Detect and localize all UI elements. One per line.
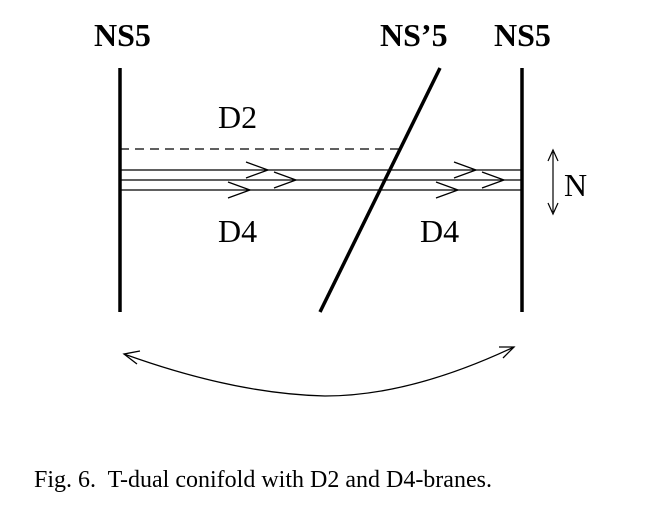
chevron-right-icon <box>481 171 506 189</box>
d4-brane-stack <box>120 169 522 191</box>
d2-label: D2 <box>218 99 257 135</box>
chevron-right-icon <box>453 161 478 179</box>
chevron-right-icon <box>245 161 270 179</box>
n-label: N <box>564 167 587 203</box>
d4-right-label: D4 <box>420 213 459 249</box>
ns5-prime-label: NS’5 <box>380 17 448 53</box>
chevron-right-icon <box>435 181 460 199</box>
identification-arrow <box>122 346 516 397</box>
n-double-arrow <box>547 148 559 216</box>
figure-caption: Fig. 6. T-dual conifold with D2 and D4-b… <box>34 467 492 493</box>
d4-left-label: D4 <box>218 213 257 249</box>
ns5-left-label: NS5 <box>94 17 151 53</box>
chevron-right-icon <box>273 171 298 189</box>
ns5-right-label: NS5 <box>494 17 551 53</box>
d4-orientation-arrows <box>227 161 506 199</box>
chevron-right-icon <box>227 181 252 199</box>
